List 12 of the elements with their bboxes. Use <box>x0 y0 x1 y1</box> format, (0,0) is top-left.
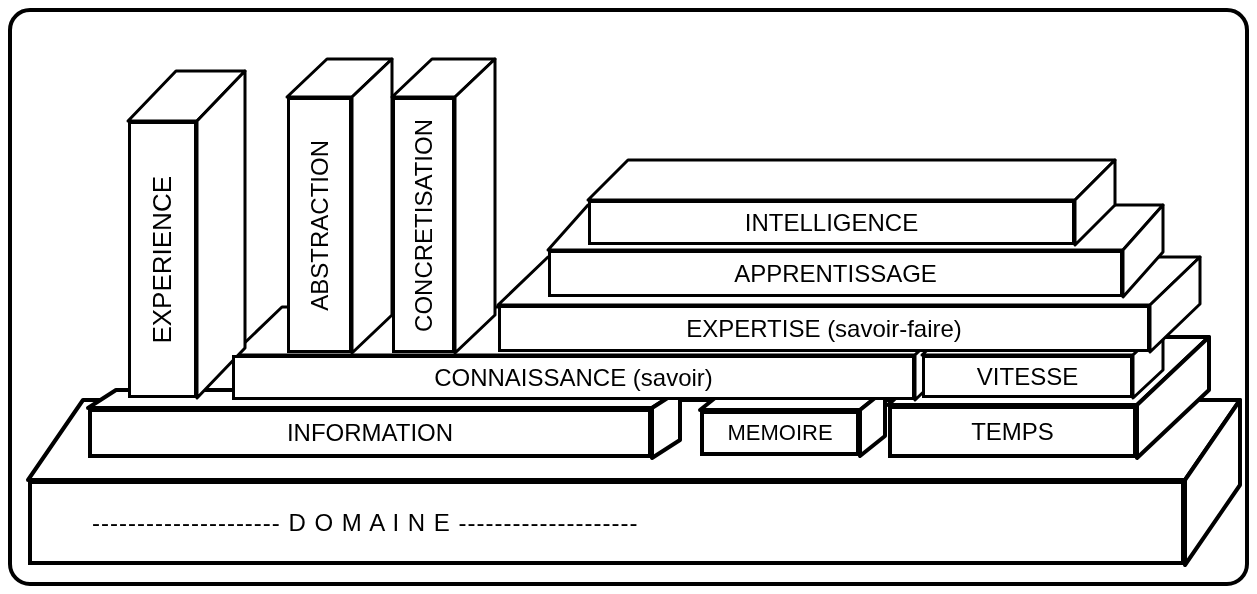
block-label: CONCRETISATION <box>409 118 438 332</box>
block-label: --------------------- D O M A I N E -------------------- <box>92 508 639 537</box>
block-label: APPRENTISSAGE <box>734 259 937 288</box>
block-label: VITESSE <box>976 362 1079 391</box>
block-label: INFORMATION <box>286 419 454 447</box>
block-label: EXPERTISE (savoir-faire) <box>686 314 962 343</box>
block-label: EXPERIENCE <box>147 175 178 344</box>
block-label: MEMOIRE <box>727 420 833 446</box>
block-label: ABSTRACTION <box>305 139 334 311</box>
block-label: INTELLIGENCE <box>744 208 919 237</box>
block-label: TEMPS <box>971 417 1054 446</box>
block-label: CONNAISSANCE (savoir) <box>434 363 713 392</box>
